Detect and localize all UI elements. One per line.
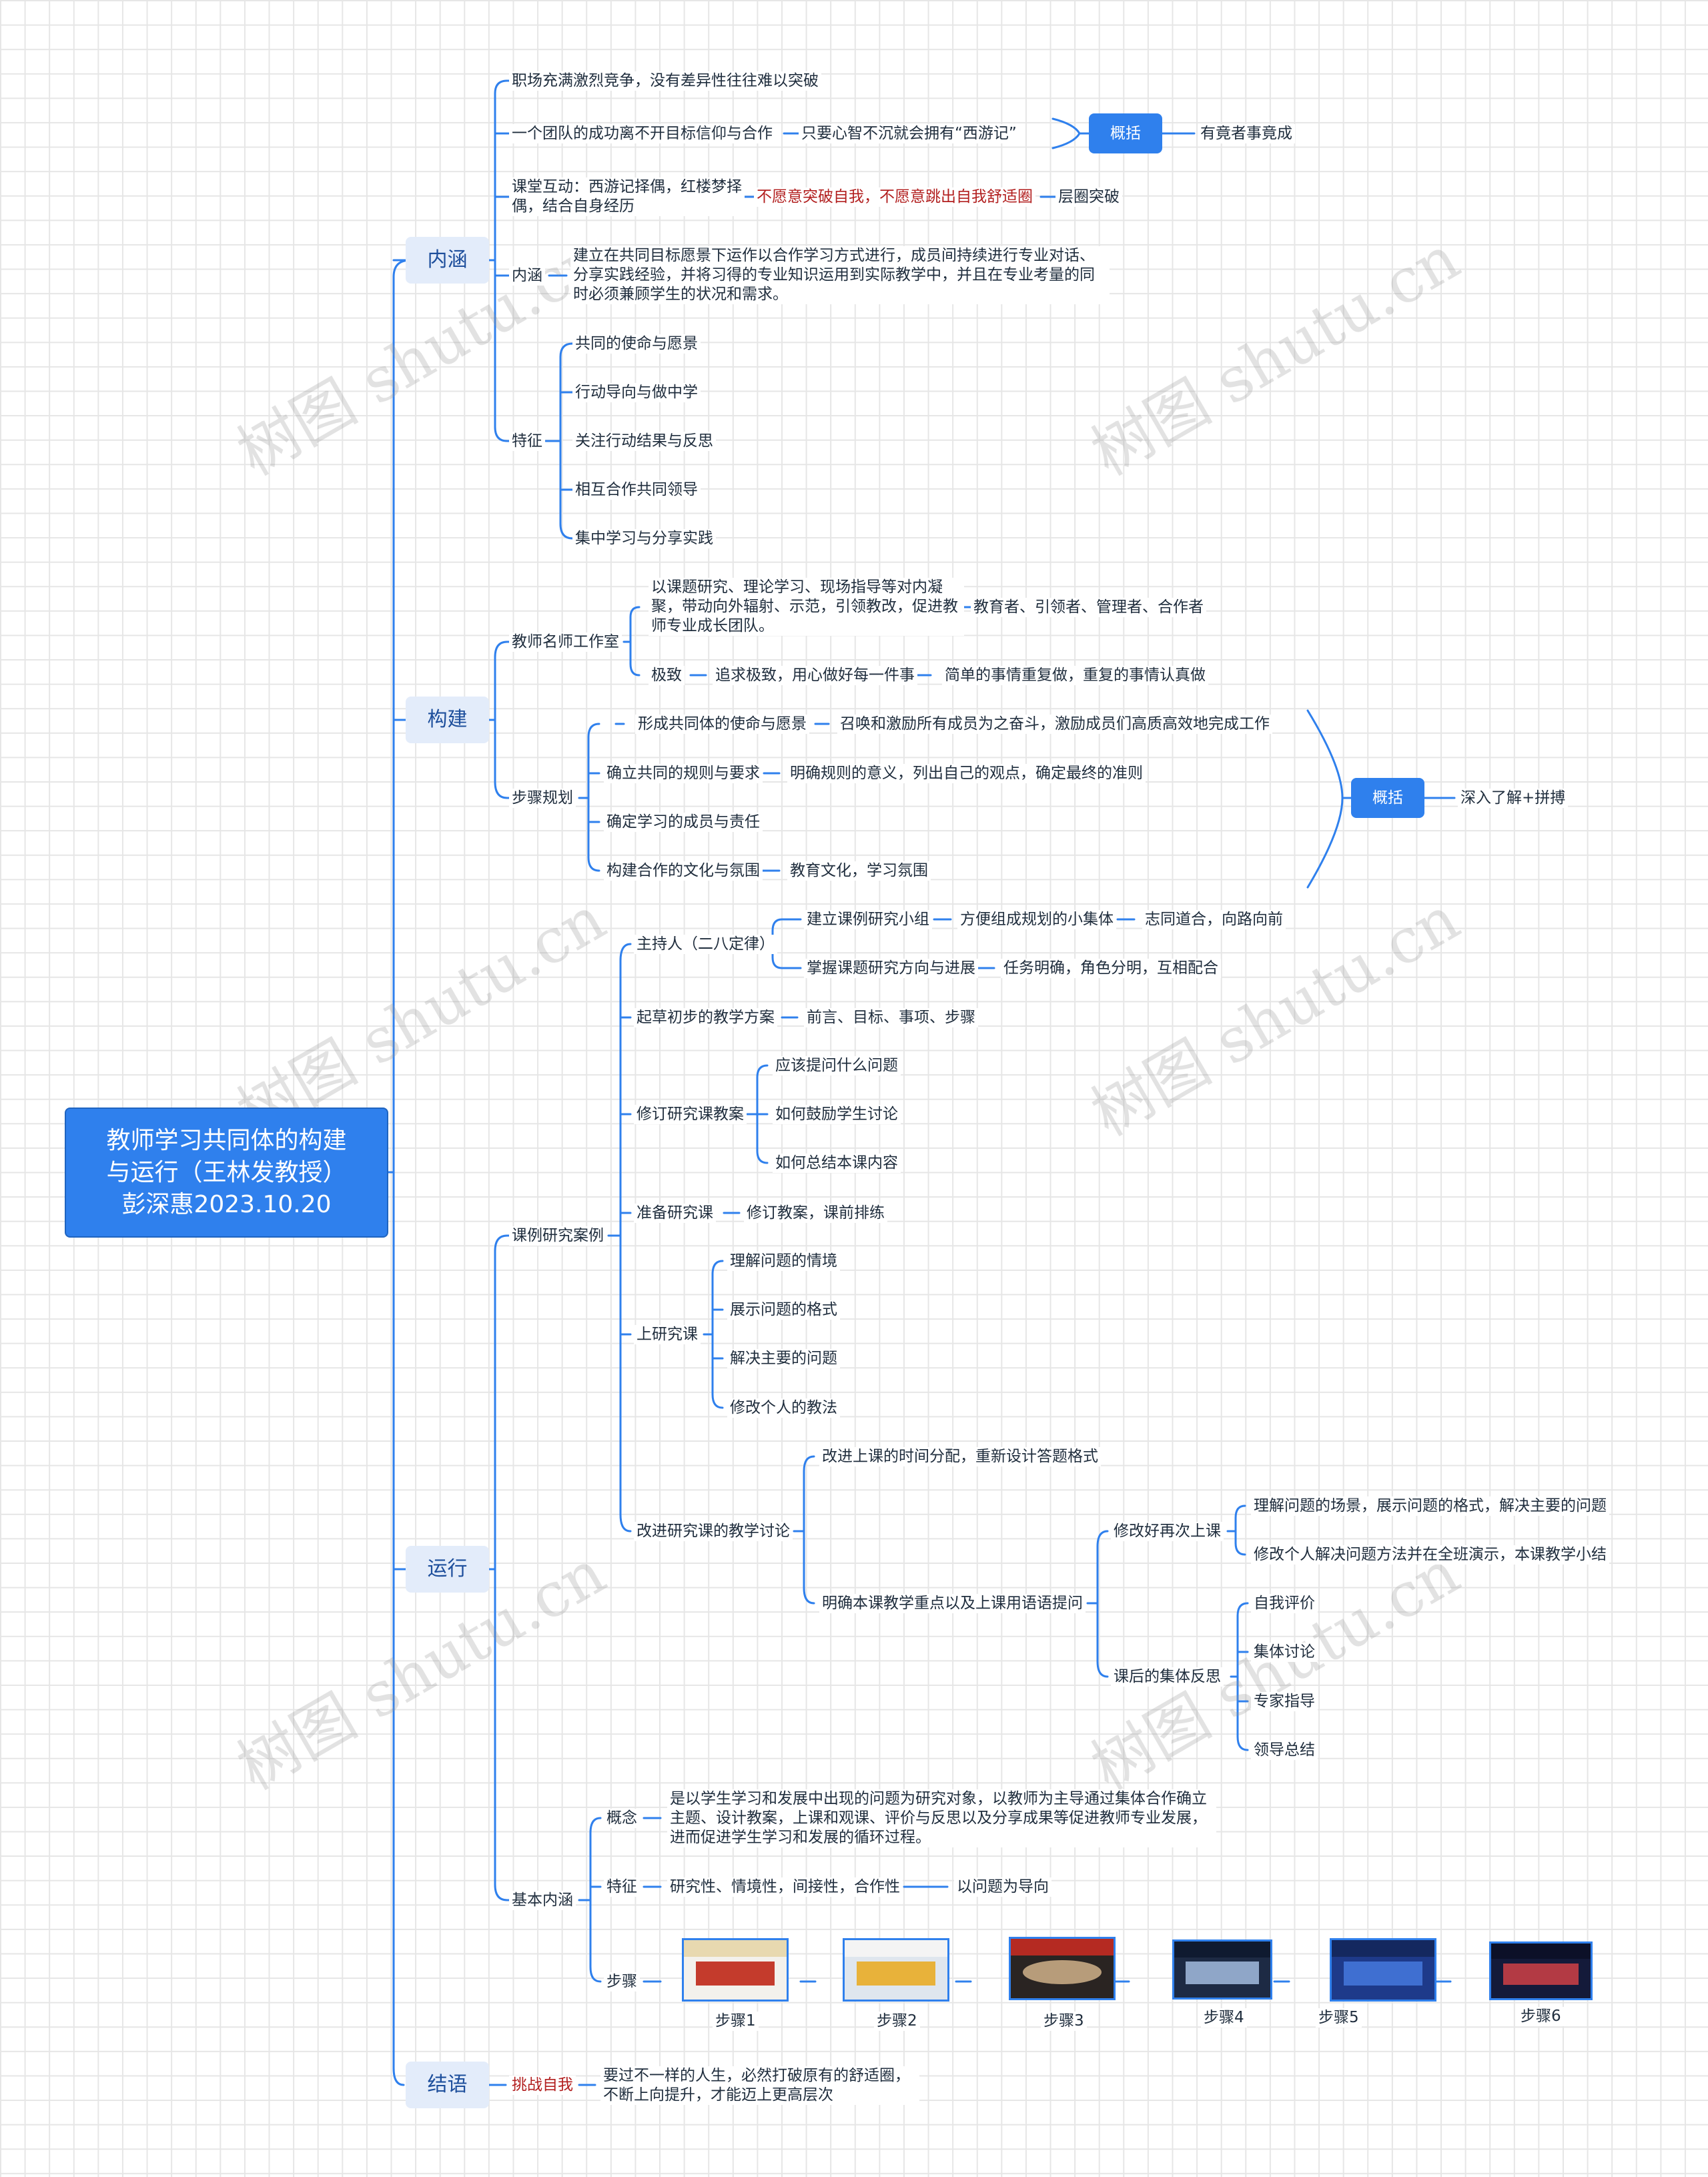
build-step-2-child[interactable]: 明确规则的意义，列出自己的观点，确定最终的准则 xyxy=(787,764,1146,783)
goujian-studio[interactable]: 教师名师工作室 xyxy=(509,632,622,652)
neihan-item-3-grandchild[interactable]: 层圈突破 xyxy=(1055,187,1122,207)
build-step-4[interactable]: 构建合作的文化与氛围 xyxy=(604,861,763,881)
basic-concept[interactable]: 概念 xyxy=(604,1809,640,1828)
summary-box-1[interactable]: 概括 xyxy=(1089,113,1162,153)
studio-description[interactable]: 以课题研究、理论学习、现场指导等对内凝聚，带动向外辐射、示范，引领教改，促进教师… xyxy=(649,578,964,636)
neihan-item-2[interactable]: 一个团队的成功离不开目标信仰与合作 xyxy=(509,124,775,143)
step-2-label: 步骤2 xyxy=(874,2012,920,2031)
build-step-4-child[interactable]: 教育文化，学习氛围 xyxy=(787,861,931,881)
revise-item-1[interactable]: 应该提问什么问题 xyxy=(773,1056,901,1075)
host-b[interactable]: 掌握课题研究方向与进展 xyxy=(804,959,978,978)
neihan-item-3[interactable]: 课堂互动：西游记择偶，红楼梦择偶，结合自身经历 xyxy=(509,177,745,216)
step-1-image[interactable] xyxy=(682,1938,789,2002)
step-1-label: 步骤1 xyxy=(713,2012,759,2031)
build-step-1-child[interactable]: 召唤和激励所有成员为之奋斗，激励成员们高质高效地完成工作 xyxy=(837,715,1272,734)
studio-jizhi-b[interactable]: 简单的事情重复做，重复的事情认真做 xyxy=(942,666,1208,685)
neihan-item-4[interactable]: 内涵 xyxy=(509,266,545,286)
studio-jizhi[interactable]: 极致 xyxy=(649,666,685,685)
build-step-2[interactable]: 确立共同的规则与要求 xyxy=(604,764,763,783)
summary-text-2[interactable]: 深入了解+拼搏 xyxy=(1458,789,1568,808)
neihan-item-3-child[interactable]: 不愿意突破自我，不愿意跳出自我舒适圈 xyxy=(754,187,1035,207)
teach-item-1[interactable]: 理解问题的情境 xyxy=(727,1252,840,1271)
studio-jizhi-a[interactable]: 追求极致，用心做好每一件事 xyxy=(713,666,917,685)
jieyu-item[interactable]: 挑战自我 xyxy=(509,2076,576,2095)
step-4-image[interactable] xyxy=(1172,1939,1272,2000)
improve-b2-item-3[interactable]: 专家指导 xyxy=(1251,1692,1318,1711)
build-step-1[interactable]: 形成共同体的使命与愿景 xyxy=(635,715,809,734)
case-prepare[interactable]: 准备研究课 xyxy=(634,1204,716,1223)
topic-goujian[interactable]: 构建 xyxy=(406,697,489,743)
step-3-image[interactable] xyxy=(1009,1937,1116,2000)
case-draft-child[interactable]: 前言、目标、事项、步骤 xyxy=(804,1008,978,1027)
summary-text-1[interactable]: 有竟者事竟成 xyxy=(1198,124,1295,143)
improve-b1-item-1[interactable]: 理解问题的场景，展示问题的格式，解决主要的问题 xyxy=(1251,1496,1609,1516)
case-host[interactable]: 主持人（二八定律） xyxy=(634,935,777,954)
topic-neihan[interactable]: 内涵 xyxy=(406,237,489,284)
basic-steps[interactable]: 步骤 xyxy=(604,1972,640,1992)
revise-item-3[interactable]: 如何总结本课内容 xyxy=(773,1154,901,1173)
basic-concept-child[interactable]: 是以学生学习和发展中出现的问题为研究对象，以教师为主导通过集体合作确立主题、设计… xyxy=(667,1789,1216,1847)
summary-box-2[interactable]: 概括 xyxy=(1351,778,1424,818)
topic-yunxing[interactable]: 运行 xyxy=(406,1546,489,1593)
neihan-item-4-child[interactable]: 建立在共同目标愿景下运作以合作学习方式进行，成员间持续进行专业对话、分享实践经验… xyxy=(570,246,1110,304)
step-5-image[interactable] xyxy=(1330,1938,1436,2002)
basic-feature-grandchild[interactable]: 以问题为导向 xyxy=(954,1877,1051,1897)
goujian-steps[interactable]: 步骤规划 xyxy=(509,789,576,808)
yunxing-case[interactable]: 课例研究案例 xyxy=(509,1226,606,1246)
host-a[interactable]: 建立课例研究小组 xyxy=(804,910,932,929)
step-4-label: 步骤4 xyxy=(1201,2008,1247,2028)
step-3-label: 步骤3 xyxy=(1041,2012,1087,2031)
improve-b2-item-1[interactable]: 自我评价 xyxy=(1251,1594,1318,1613)
improve-b[interactable]: 明确本课教学重点以及上课用语语提问 xyxy=(819,1594,1086,1613)
root-line1: 教师学习共同体的构建 xyxy=(66,1125,387,1157)
host-a1[interactable]: 方便组成规划的小集体 xyxy=(957,910,1116,929)
feature-2[interactable]: 行动导向与做中学 xyxy=(572,383,701,402)
feature-1[interactable]: 共同的使命与愿景 xyxy=(572,334,701,354)
root-topic[interactable]: 教师学习共同体的构建 与运行（王林发教授） 彭深惠2023.10.20 xyxy=(65,1108,388,1238)
improve-b2-item-2[interactable]: 集体讨论 xyxy=(1251,1643,1318,1662)
step-2-image[interactable] xyxy=(843,1938,949,2002)
basic-feature[interactable]: 特征 xyxy=(604,1877,640,1897)
jieyu-item-child[interactable]: 要过不一样的人生，必然打破原有的舒适圈，不断上向提升，才能迈上更高层次 xyxy=(600,2066,919,2105)
step-6-image[interactable] xyxy=(1489,1941,1593,2000)
improve-b2[interactable]: 课后的集体反思 xyxy=(1111,1667,1224,1687)
root-line3: 彭深惠2023.10.20 xyxy=(66,1189,387,1221)
case-draft[interactable]: 起草初步的教学方案 xyxy=(634,1008,777,1027)
improve-a[interactable]: 改进上课的时间分配，重新设计答题格式 xyxy=(819,1447,1101,1466)
feature-4[interactable]: 相互合作共同领导 xyxy=(572,480,701,500)
feature-5[interactable]: 集中学习与分享实践 xyxy=(572,529,716,548)
revise-item-2[interactable]: 如何鼓励学生讨论 xyxy=(773,1105,901,1124)
teach-item-3[interactable]: 解决主要的问题 xyxy=(727,1349,840,1368)
case-improve[interactable]: 改进研究课的教学讨论 xyxy=(634,1522,793,1541)
case-teach[interactable]: 上研究课 xyxy=(634,1325,701,1344)
improve-b1-item-2[interactable]: 修改个人解决问题方法并在全班演示，本课教学小结 xyxy=(1251,1545,1609,1565)
neihan-item-1[interactable]: 职场充满激烈竞争，没有差异性往往难以突破 xyxy=(509,71,821,91)
case-prepare-child[interactable]: 修订教案，课前排练 xyxy=(744,1204,887,1223)
yunxing-basic[interactable]: 基本内涵 xyxy=(509,1891,576,1910)
studio-roles[interactable]: 教育者、引领者、管理者、合作者 xyxy=(971,598,1206,617)
topic-jieyu[interactable]: 结语 xyxy=(406,2062,489,2108)
build-step-3[interactable]: 确定学习的成员与责任 xyxy=(604,813,763,832)
feature-3[interactable]: 关注行动结果与反思 xyxy=(572,432,716,451)
root-line2: 与运行（王林发教授） xyxy=(66,1157,387,1189)
host-a2[interactable]: 志同道合，向路向前 xyxy=(1142,910,1286,929)
improve-b2-item-4[interactable]: 领导总结 xyxy=(1251,1741,1318,1760)
step-6-label: 步骤6 xyxy=(1518,2007,1564,2026)
case-revise[interactable]: 修订研究课教案 xyxy=(634,1105,747,1124)
neihan-item-2-child[interactable]: 只要心智不沉就会拥有“西游记” xyxy=(799,124,1019,143)
teach-item-4[interactable]: 修改个人的教法 xyxy=(727,1398,840,1418)
host-b1[interactable]: 任务明确，角色分明，互相配合 xyxy=(1001,959,1221,978)
basic-feature-child[interactable]: 研究性、情境性，间接性，合作性 xyxy=(667,1877,903,1897)
improve-b1[interactable]: 修改好再次上课 xyxy=(1111,1522,1224,1541)
step-5-label: 步骤5 xyxy=(1316,2008,1362,2028)
teach-item-2[interactable]: 展示问题的格式 xyxy=(727,1300,840,1320)
neihan-item-5[interactable]: 特征 xyxy=(509,432,545,451)
